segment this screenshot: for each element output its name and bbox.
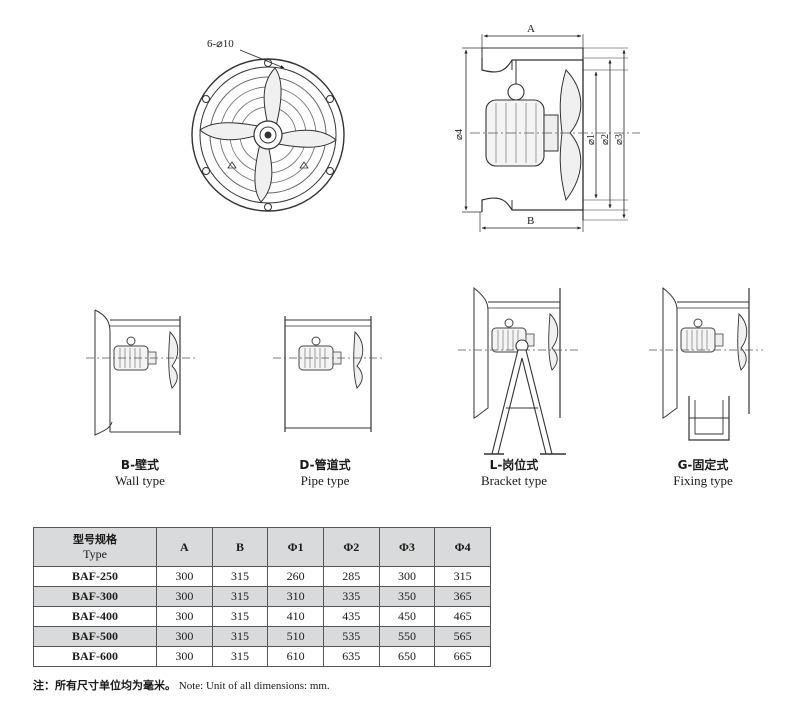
wall-type-drawing — [86, 309, 196, 436]
cell-phi1: 410 — [267, 606, 324, 627]
cell-b: 315 — [211, 646, 269, 667]
cell-phi1: 510 — [267, 626, 324, 647]
cell-a: 300 — [156, 606, 213, 627]
cell-phi4: 465 — [434, 606, 491, 627]
caption-fixing-type-en: Fixing type — [673, 473, 733, 488]
cell-phi4: 315 — [434, 566, 491, 587]
cell-phi3: 350 — [378, 586, 436, 607]
dimension-table: 型号规格 Type A B Φ1 Φ2 Φ3 Φ4 BAF-250 300 31… — [33, 527, 491, 667]
cell-phi1: 260 — [267, 566, 324, 587]
caption-wall-type-zh: B-壁式 — [120, 458, 160, 472]
cell-type: BAF-600 — [33, 646, 157, 667]
cell-phi3: 550 — [378, 626, 436, 647]
header-phi2: Φ2 — [322, 527, 380, 567]
cell-phi4: 565 — [434, 626, 491, 647]
cell-type: BAF-400 — [33, 606, 157, 627]
cell-phi2: 285 — [322, 566, 380, 587]
cell-phi3: 450 — [378, 606, 436, 627]
table-row: BAF-500 300 315 510 535 550 565 — [33, 626, 491, 647]
dim-phi3-label: ⌀3 — [614, 134, 625, 145]
cell-phi2: 535 — [322, 626, 380, 647]
cell-phi1: 310 — [267, 586, 324, 607]
cell-b: 315 — [211, 566, 269, 587]
dim-a-label: A — [527, 23, 535, 35]
cell-type: BAF-300 — [33, 586, 157, 607]
cell-phi3: 300 — [378, 566, 436, 587]
caption-bracket-type-zh: L-岗位式 — [489, 458, 539, 472]
cell-type: BAF-250 — [33, 566, 157, 587]
cell-a: 300 — [156, 626, 213, 647]
caption-fixing-type-zh: G-固定式 — [677, 458, 729, 472]
units-note-en: Note: Unit of all dimensions: mm. — [178, 680, 330, 692]
cell-a: 300 — [156, 646, 213, 667]
cell-phi4: 365 — [434, 586, 491, 607]
dim-b-label: B — [527, 215, 534, 227]
caption-bracket-type-en: Bracket type — [480, 473, 548, 488]
cell-b: 315 — [211, 606, 269, 627]
caption-wall-type-en: Wall type — [115, 473, 165, 488]
units-note-zh: 注：所有尺寸单位均为毫米。 — [33, 679, 176, 692]
cell-type: BAF-500 — [33, 626, 157, 647]
header-b: B — [211, 527, 269, 567]
header-type-zh: 型号规格 — [73, 533, 117, 546]
dim-phi2-label: ⌀2 — [600, 134, 611, 145]
cell-b: 315 — [211, 626, 269, 647]
caption-pipe-type: D-管道式 Pipe type — [245, 458, 405, 488]
table-row: BAF-300 300 315 310 335 350 365 — [33, 586, 491, 607]
dim-phi1-label: ⌀1 — [586, 134, 597, 145]
table-row: BAF-600 300 315 610 635 650 665 — [33, 646, 491, 667]
dim-phi4-label: ⌀4 — [454, 129, 465, 140]
bracket-type-drawing — [458, 286, 578, 455]
header-type: 型号规格 Type — [33, 527, 157, 567]
table-row: BAF-250 300 315 260 285 300 315 — [33, 566, 491, 587]
cell-a: 300 — [156, 566, 213, 587]
side-view — [462, 34, 640, 232]
hole-label: 6-⌀10 — [207, 38, 234, 50]
cell-phi3: 650 — [378, 646, 436, 667]
front-view — [191, 49, 345, 212]
cell-phi1: 610 — [267, 646, 324, 667]
cell-phi4: 665 — [434, 646, 491, 667]
header-phi4: Φ4 — [434, 527, 491, 567]
cell-b: 315 — [211, 586, 269, 607]
fixing-type-drawing — [649, 286, 763, 441]
header-phi3: Φ3 — [378, 527, 436, 567]
cell-phi2: 435 — [322, 606, 380, 627]
cell-phi2: 335 — [322, 586, 380, 607]
header-type-en: Type — [83, 547, 107, 561]
pipe-type-drawing — [273, 316, 385, 432]
caption-bracket-type: L-岗位式 Bracket type — [434, 458, 594, 488]
header-phi1: Φ1 — [267, 527, 324, 567]
caption-pipe-type-zh: D-管道式 — [299, 458, 351, 472]
cell-phi2: 635 — [322, 646, 380, 667]
table-row: BAF-400 300 315 410 435 450 465 — [33, 606, 491, 627]
caption-fixing-type: G-固定式 Fixing type — [623, 458, 783, 488]
units-note: 注：所有尺寸单位均为毫米。 Note: Unit of all dimensio… — [33, 677, 330, 693]
header-a: A — [156, 527, 213, 567]
caption-pipe-type-en: Pipe type — [300, 473, 350, 488]
caption-wall-type: B-壁式 Wall type — [60, 458, 220, 488]
table-header-row: 型号规格 Type A B Φ1 Φ2 Φ3 Φ4 — [33, 527, 491, 567]
cell-a: 300 — [156, 586, 213, 607]
